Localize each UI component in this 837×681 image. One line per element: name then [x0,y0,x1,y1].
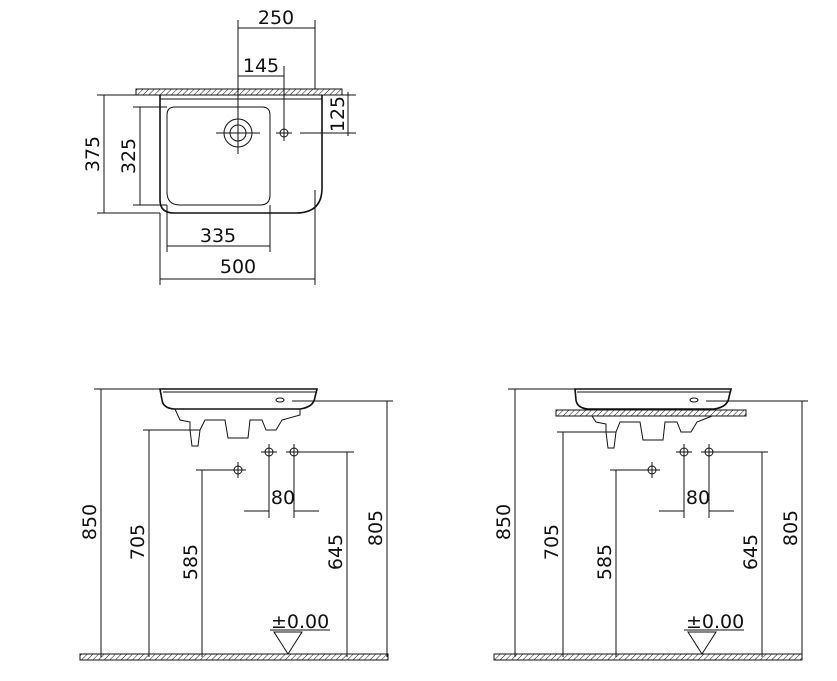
wall-hatch [135,88,343,96]
bowl-outline [166,106,271,206]
dim-805-label: 805 [365,510,387,546]
dim-325: 325 [118,106,167,206]
supply-right-icon [701,444,717,460]
dim-145-label: 145 [243,55,279,77]
dim-805-label: 805 [780,510,802,546]
floor-hatch-right [493,653,803,661]
dim-500-label: 500 [220,256,256,278]
dim-80-label: 80 [271,487,295,509]
dim-325-label: 325 [118,138,140,174]
dim-705-label: 705 [127,524,149,560]
dim-585-label: 585 [594,544,616,580]
level-marker-icon [687,631,717,655]
basin-side-right [574,388,733,410]
fixing-point-icon [276,125,292,141]
supply-left-icon [676,444,692,460]
plan-view: 250 145 125 375 325 [82,7,356,285]
tap-hole-icon [216,112,260,154]
dim-145: 145 [238,55,285,125]
elevation-left: 850 705 585 645 805 80 ±0.00 [79,388,393,661]
dim-585-label: 585 [180,544,202,580]
dim-375: 375 [82,94,160,214]
dim-250: 250 [237,7,316,118]
dim-375-label: 375 [82,136,104,172]
dim-335-label: 335 [200,225,236,247]
floor-level-label: ±0.00 [686,611,744,633]
dim-500: 500 [159,190,316,285]
floor-level-label: ±0.00 [271,611,329,633]
dim-645-label: 645 [325,534,347,570]
dim-125-label: 125 [327,96,349,132]
basin-outline [159,95,323,214]
dim-850-label: 850 [493,504,515,540]
elevation-right: 850 705 585 645 805 80 ±0.00 [493,388,808,661]
waste-outlet-icon [230,462,246,478]
supply-right-icon [286,444,302,460]
supply-left-icon [261,444,277,460]
floor-hatch-left [79,653,389,661]
countertop-hatch [555,409,747,417]
waste-outlet-icon [644,462,660,478]
dim-850-label: 850 [79,504,101,540]
dim-125: 125 [300,92,356,136]
dim-645-label: 645 [740,534,762,570]
dim-705-label: 705 [541,524,563,560]
dim-250-label: 250 [258,7,294,29]
dim-80-label: 80 [686,487,710,509]
level-marker-icon [273,631,303,655]
dim-335: 335 [166,205,271,252]
